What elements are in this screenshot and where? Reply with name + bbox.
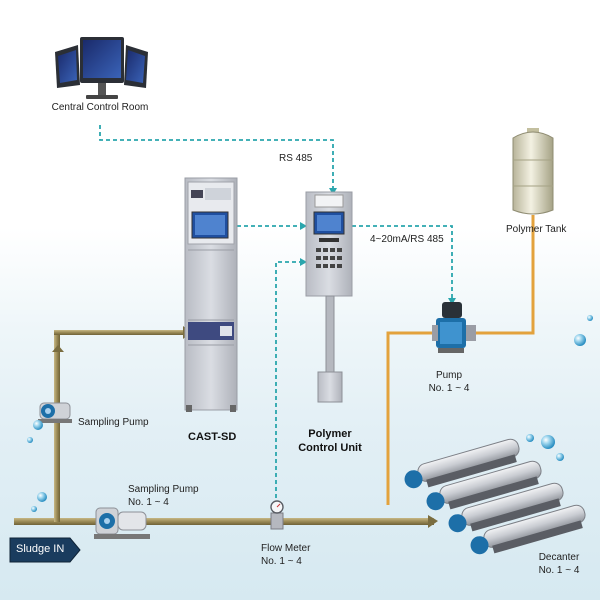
sampling-pump-bottom-icon [94,507,150,539]
sludge-in-arrow [9,537,81,563]
polymer-tank-label: Polymer Tank [506,224,567,235]
arrow-head-icon [428,515,438,528]
polymer-pipe [386,215,535,505]
sludge-in-label: Sludge IN [16,543,65,555]
pump-label-line2: No. 1 ~ 4 [428,383,470,394]
sampling-pump-bottom-label-line1: Sampling Pump [128,484,199,495]
arrow-head-icon [448,298,456,305]
rs485-signal-line [99,125,334,190]
flow-meter-icon [270,500,284,530]
dosing-pump-icon [432,302,476,353]
bubbles-decoration [27,315,593,512]
polymer-control-unit [305,191,353,403]
decanter-label-line1: Decanter [538,552,580,563]
pump-label-line1: Pump [435,370,463,381]
sludge-pipes [14,330,434,525]
arrow-head-icon [300,258,307,266]
sampling-pump-bottom-label-line2: No. 1 ~ 4 [128,497,169,508]
sampling-pump-top-label: Sampling Pump [78,417,149,428]
sampling-pump-top-icon [38,402,72,423]
flow-meter-label-line2: No. 1 ~ 4 [261,556,302,567]
monitors-icon [55,37,148,99]
signal-lines [99,125,453,505]
polymer-tank-icon [512,128,554,215]
polymer-to-pump-signal-line [352,225,453,300]
arrow-head-icon [52,345,64,352]
decanter-label-line2: No. 1 ~ 4 [538,565,580,576]
decanters-group [404,438,586,555]
arrow-head-icon [300,222,307,230]
central-control-room-label: Central Control Room [51,102,149,113]
rs485-label: RS 485 [279,153,313,164]
flow-meter-label-line1: Flow Meter [261,543,311,554]
polymer-control-unit-label-line2: Control Unit [298,442,362,454]
flowmeter-signal-line [275,261,305,505]
polymer-control-unit-label-line1: Polymer [308,428,352,440]
signal-label: 4~20mA/RS 485 [370,234,444,245]
cast-sd-label: CAST-SD [188,431,237,443]
cast-sd-cabinet [184,177,238,412]
